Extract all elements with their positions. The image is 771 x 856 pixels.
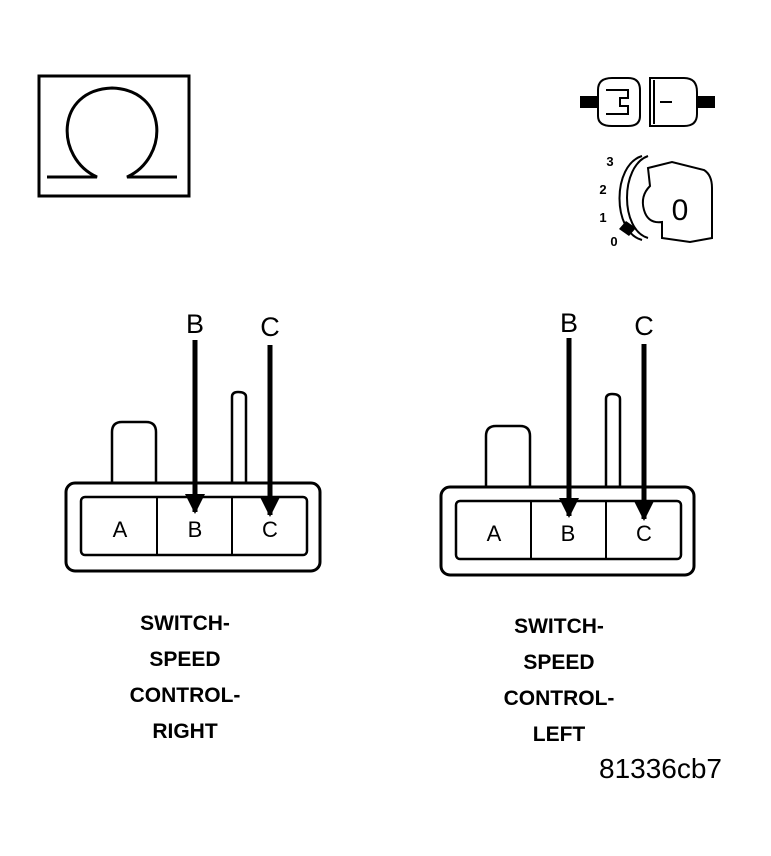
ignition-key-label: 0 (672, 194, 689, 227)
ohm-icon (37, 74, 191, 198)
cavity-label-a: A (113, 517, 128, 542)
ignition-position-label: 1 (599, 210, 606, 225)
caption-line: RIGHT (152, 720, 218, 743)
connector-right: A B C B C (64, 309, 322, 573)
caption-line: CONTROL- (503, 687, 615, 710)
ignition-position-label: 0 (610, 234, 617, 249)
cavity-label-c: C (262, 517, 278, 542)
caption-line: CONTROL- (129, 684, 241, 707)
ignition-key-icon: 0 3 2 1 0 (599, 154, 713, 249)
cavity-label-b: B (188, 517, 203, 542)
connector-left: A B C B C (439, 308, 696, 577)
caption-line: SPEED (149, 648, 221, 671)
cavity-label-b: B (561, 521, 576, 546)
caption-right: SWITCH- SPEED CONTROL- RIGHT (95, 606, 275, 750)
probe-label-b: B (186, 309, 204, 339)
caption-line: SWITCH- (140, 612, 230, 635)
cavity-label-c: C (636, 521, 652, 546)
probe-label-b: B (560, 308, 578, 338)
connector-disconnect-icon (580, 77, 715, 127)
cavity-label-a: A (487, 521, 502, 546)
caption-left: SWITCH- SPEED CONTROL- LEFT (469, 609, 649, 753)
ignition-position-label: 3 (606, 154, 613, 169)
caption-line: SWITCH- (514, 615, 604, 638)
probe-label-c: C (634, 311, 654, 341)
caption-line: LEFT (532, 723, 586, 746)
ignition-position-label: 2 (599, 182, 606, 197)
probe-label-c: C (260, 312, 280, 342)
figure-id: 81336cb7 (599, 753, 723, 784)
caption-line: SPEED (523, 651, 595, 674)
